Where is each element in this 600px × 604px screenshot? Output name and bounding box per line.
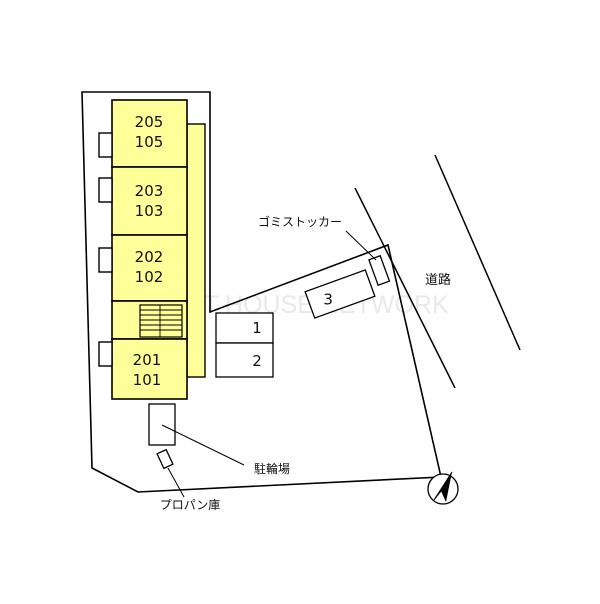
unit-block: 203 103 — [111, 166, 188, 236]
unit-number-upper: 203 — [135, 182, 164, 200]
leader-line — [167, 467, 185, 498]
road-label: 道路 — [425, 272, 451, 288]
unit-number-lower: 102 — [135, 268, 164, 286]
unit-number-upper: 205 — [135, 113, 164, 131]
site-boundary — [81, 91, 442, 493]
garbage-stocker-label: ゴミストッカー — [258, 214, 342, 229]
stairs — [139, 304, 183, 338]
ac-unit — [98, 341, 113, 367]
unit-number-upper: 202 — [135, 248, 164, 266]
unit-number-lower: 101 — [133, 371, 162, 389]
balcony — [186, 123, 206, 378]
parking-number: 2 — [252, 352, 262, 370]
parking-space: 3 — [304, 269, 376, 319]
parking-space: 2 — [215, 342, 274, 378]
leader-line — [161, 424, 245, 466]
bicycle-parking — [148, 403, 176, 446]
unit-number-lower: 105 — [135, 133, 164, 151]
parking-space: 1 — [215, 312, 274, 344]
parking-number: 1 — [252, 319, 262, 337]
unit-number-upper: 201 — [133, 351, 162, 369]
north-arrow-icon — [427, 471, 459, 505]
ac-unit — [98, 132, 113, 158]
parking-number: 3 — [323, 290, 333, 308]
ac-unit — [98, 247, 113, 273]
leader-line — [345, 230, 377, 261]
bicycle-parking-label: 駐輪場 — [254, 461, 290, 476]
road-edge-line — [434, 154, 521, 351]
propane-storage — [156, 448, 174, 470]
unit-block: 202 102 — [111, 234, 188, 302]
ac-unit — [98, 177, 113, 203]
propane-storage-label: プロパン庫 — [160, 498, 221, 512]
unit-number-lower: 103 — [135, 202, 164, 220]
road-edge-line — [354, 187, 456, 389]
unit-block: 205 105 — [111, 99, 188, 168]
unit-block: 201 101 — [111, 338, 188, 400]
garbage-stocker — [368, 254, 391, 287]
